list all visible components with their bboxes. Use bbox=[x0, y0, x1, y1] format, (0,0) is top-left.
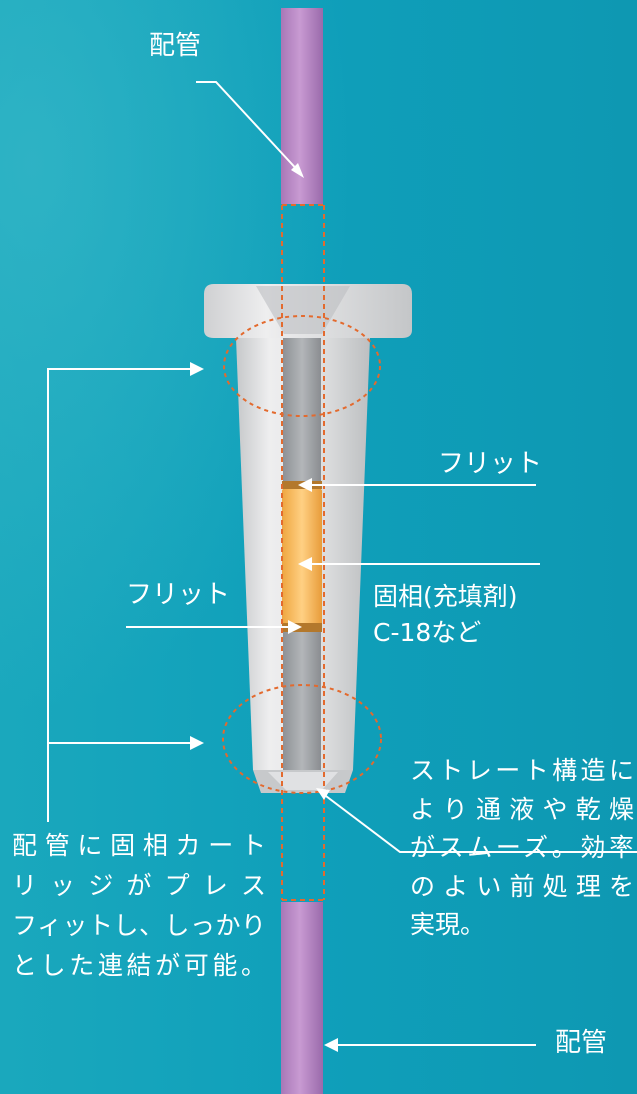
arrowhead-left-top bbox=[190, 362, 204, 376]
solid-phase-line-1: 固相(充填剤) bbox=[373, 582, 518, 611]
note-right-line-5: 実現。 bbox=[410, 910, 486, 939]
arrowhead-solid-phase bbox=[298, 557, 312, 571]
pipe-top bbox=[281, 8, 323, 204]
pipe-outline-dashed bbox=[281, 204, 325, 901]
cartridge-cap bbox=[204, 284, 412, 338]
sorbent-bed bbox=[282, 489, 322, 625]
solid-phase-line-2: C-18など bbox=[373, 618, 482, 647]
note-left: 配管に固相カート リッジがプレス フィットし、しっかり とした連結が可能。 bbox=[12, 826, 266, 986]
label-frit-left: フリット bbox=[126, 580, 231, 610]
arrowhead-frit-right bbox=[298, 478, 312, 492]
note-right-line-3: がスムーズ。効率 bbox=[410, 833, 634, 862]
leader-left-bracket bbox=[47, 368, 192, 822]
note-right: ストレート構造に より通液や乾燥 がスムーズ。効率 のよい前処理を 実現。 bbox=[410, 752, 634, 945]
arrowhead-pipe-bottom bbox=[324, 1038, 338, 1052]
note-right-line-2: より通液や乾燥 bbox=[410, 794, 634, 824]
note-left-line-2: リッジがプレス bbox=[12, 871, 266, 900]
leader-right-note bbox=[317, 789, 637, 853]
arrowhead-pipe-top bbox=[291, 163, 304, 178]
label-pipe-bottom: 配管 bbox=[555, 1028, 608, 1058]
press-fit-circle-bottom bbox=[222, 684, 382, 794]
note-right-line-4: のよい前処理を bbox=[410, 871, 634, 901]
label-frit-right: フリット bbox=[438, 449, 543, 479]
note-left-line-3: フィットし、しっかり bbox=[12, 911, 266, 940]
press-fit-circle-top bbox=[223, 315, 381, 417]
label-pipe-top: 配管 bbox=[149, 31, 202, 61]
leader-pipe-top bbox=[196, 81, 303, 176]
note-right-line-1: ストレート構造に bbox=[410, 756, 634, 785]
arrowhead-right-note bbox=[316, 788, 330, 800]
label-solid-phase: 固相(充填剤) C-18など bbox=[373, 579, 518, 651]
arrowhead-left-mid bbox=[190, 736, 204, 750]
arrowhead-frit-left bbox=[288, 620, 302, 634]
note-left-line-1: 配管に固相カート bbox=[12, 831, 266, 860]
frit-bottom bbox=[282, 623, 322, 632]
pipe-bottom bbox=[281, 902, 323, 1094]
note-left-line-4: とした連結が可能。 bbox=[12, 951, 266, 980]
